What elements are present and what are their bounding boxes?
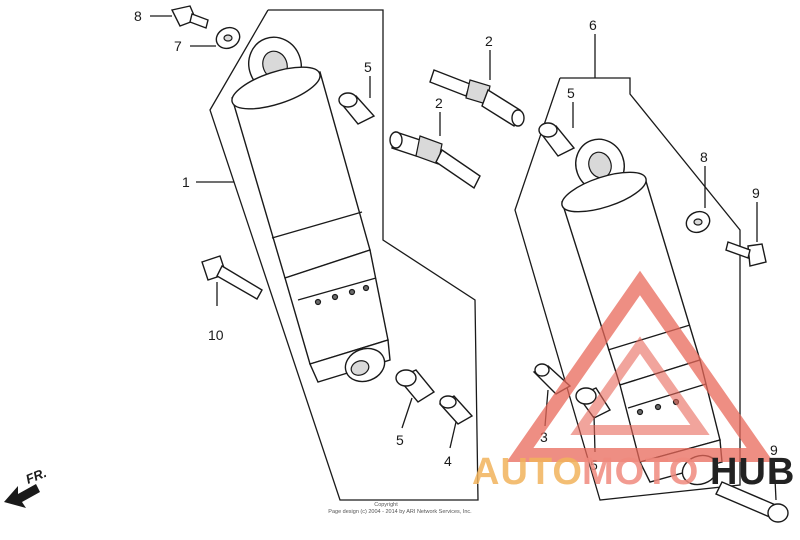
callout-2-upper: 2 <box>485 33 493 49</box>
direction-label: FR. <box>24 465 49 487</box>
watermark-logo: AUTO MOTO HUB <box>472 270 795 493</box>
bushing-5-left-bottom[interactable] <box>395 369 436 403</box>
front-direction-arrow: FR. <box>4 465 49 508</box>
watermark-inner-triangle-icon <box>570 336 710 435</box>
leader-lines <box>150 15 777 501</box>
left-shock-absorber[interactable] <box>227 30 391 387</box>
arrow-icon <box>4 484 40 508</box>
callout-8-left: 7 <box>174 38 182 54</box>
washer-8-right[interactable] <box>683 208 713 236</box>
bushing-5-left-top[interactable] <box>338 92 376 125</box>
watermark-text-moto: MOTO <box>582 451 699 493</box>
callout-6: 6 <box>589 17 597 33</box>
bolt-7[interactable] <box>715 481 789 523</box>
collar-4[interactable] <box>438 395 474 425</box>
watermark-text-hub: HUB <box>710 451 795 493</box>
right-group-outline <box>514 77 741 501</box>
callout-3: 3 <box>540 429 548 445</box>
washer-8-left[interactable] <box>213 24 243 52</box>
bolt-10[interactable] <box>201 255 263 300</box>
watermark-triangle-icon <box>506 270 774 462</box>
callout-5-right-top: 5 <box>567 85 575 101</box>
callout-9-left: 8 <box>134 8 142 24</box>
callout-2-lower: 2 <box>435 95 443 111</box>
callout-7: 9 <box>770 442 778 458</box>
bolt-9-right[interactable] <box>725 241 767 267</box>
callout-1: 1 <box>182 174 190 190</box>
callout-5-left-bottom: 5 <box>396 432 404 448</box>
callout-4: 4 <box>444 453 452 469</box>
callout-5-right-bottom: 5 <box>590 457 598 473</box>
watermark-text-auto: AUTO <box>472 451 583 493</box>
callout-8-right: 8 <box>700 149 708 165</box>
copyright-title: Copyright <box>374 502 398 508</box>
callout-5-left-top: 5 <box>364 59 372 75</box>
bolt-9-top-left[interactable] <box>170 5 209 29</box>
copyright-line: Page design (c) 2004 - 2014 by ARI Netwo… <box>328 509 472 515</box>
callout-9-right: 9 <box>752 185 760 201</box>
right-shock-absorber[interactable] <box>558 132 723 489</box>
callout-10: 10 <box>208 327 224 343</box>
stud-2-upper[interactable] <box>429 69 525 128</box>
bushing-5-right-top[interactable] <box>538 122 576 157</box>
stud-2-lower[interactable] <box>389 131 481 190</box>
left-group-outline <box>209 9 479 501</box>
